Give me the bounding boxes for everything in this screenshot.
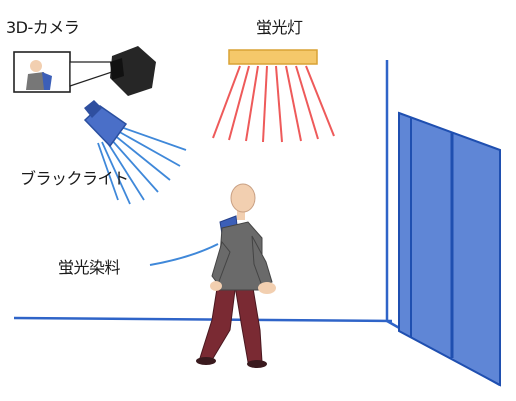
lamp-body bbox=[228, 49, 318, 65]
lamp-ray bbox=[305, 65, 335, 137]
person bbox=[196, 183, 276, 368]
camera-lens bbox=[110, 58, 124, 80]
black-light-ray bbox=[109, 137, 159, 193]
person-hand-right bbox=[258, 282, 276, 294]
fluorescent-lamp bbox=[212, 49, 335, 143]
lamp-rays bbox=[212, 65, 335, 143]
camera-label: 3D-カメラ bbox=[6, 18, 80, 37]
black-light-ray bbox=[105, 139, 145, 201]
lamp-ray bbox=[275, 65, 283, 143]
person-leg-left bbox=[199, 281, 237, 361]
black-light-ray bbox=[115, 129, 181, 167]
black-light-ray bbox=[117, 125, 187, 151]
black-light bbox=[83, 100, 187, 205]
lamp-ray bbox=[295, 65, 319, 140]
black-light-handle bbox=[84, 100, 102, 118]
thumbnail-backpack bbox=[42, 72, 52, 90]
black-light-ray bbox=[101, 141, 131, 205]
person-hand-left bbox=[210, 281, 222, 291]
person-neck bbox=[237, 210, 245, 220]
lamp-ray bbox=[262, 65, 268, 143]
door bbox=[398, 111, 501, 387]
camera-group bbox=[13, 46, 156, 96]
black-light-rays bbox=[97, 125, 187, 205]
fluorescent-dye-label: 蛍光染料 bbox=[58, 258, 121, 277]
lamp-ray bbox=[245, 65, 259, 142]
person-shoe-right bbox=[247, 360, 267, 368]
person-head bbox=[230, 183, 256, 213]
fluorescent-lamp-label: 蛍光灯 bbox=[256, 18, 303, 37]
door-panel bbox=[398, 111, 501, 387]
black-light-label: ブラックライト bbox=[20, 169, 129, 188]
black-light-ray bbox=[97, 142, 119, 201]
lamp-ray bbox=[228, 65, 250, 141]
dye-pointer-line bbox=[149, 243, 219, 266]
person-shoe-left bbox=[196, 357, 216, 365]
lamp-ray bbox=[212, 65, 241, 139]
floor-line bbox=[13, 316, 393, 323]
lamp-ray bbox=[285, 65, 302, 142]
thumbnail-person-head bbox=[30, 60, 42, 72]
black-light-ray bbox=[112, 133, 171, 181]
